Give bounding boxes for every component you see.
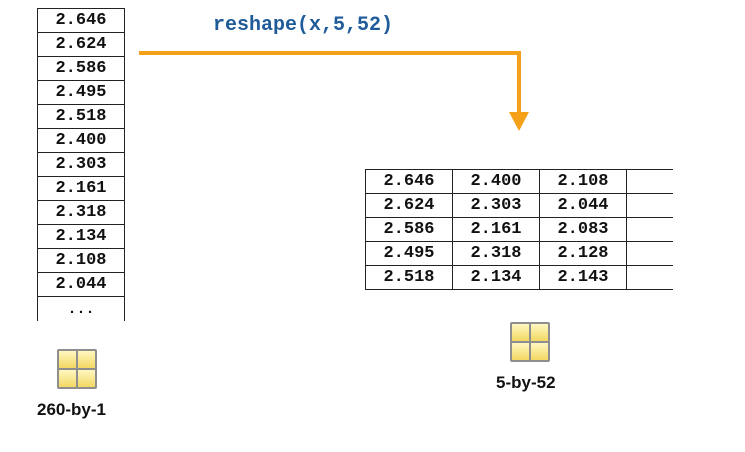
matrix-row: 2.646 2.400 2.108 [365,169,673,194]
matrix-cell: 2.044 [539,193,627,218]
matrix-table: 2.646 2.400 2.108 2.624 2.303 2.044 2.58… [365,169,673,290]
matrix-row: 2.624 2.303 2.044 [365,193,673,218]
matrix-cell-continued [626,241,673,266]
column-vector-body: 2.646 2.624 2.586 2.495 2.518 2.400 2.30… [37,8,125,321]
vector-row: 2.495 [37,80,125,105]
vector-row: 2.318 [37,200,125,225]
matrix-cell-continued [626,265,673,290]
matrix-cell: 2.495 [365,241,453,266]
column-vector: 2.646 2.624 2.586 2.495 2.518 2.400 2.30… [37,8,125,321]
arrow-head [509,112,529,131]
vector-row: 2.518 [37,104,125,129]
vector-cell: 2.400 [37,128,125,153]
matrix-grid-icon [57,349,97,389]
matrix-cell: 2.624 [365,193,453,218]
vector-cell: 2.108 [37,248,125,273]
vector-row: 2.303 [37,152,125,177]
vector-cell: 2.495 [37,80,125,105]
matrix-cell: 2.303 [452,193,540,218]
matrix-cell: 2.646 [365,169,453,194]
vector-cell: 2.518 [37,104,125,129]
matrix-size-label: 5-by-52 [496,373,556,392]
reshaped-matrix: 2.646 2.400 2.108 2.624 2.303 2.044 2.58… [365,169,673,290]
reshape-command: reshape(x,5,52) [213,14,394,37]
matrix-row: 2.495 2.318 2.128 [365,241,673,266]
vector-row: 2.044 [37,272,125,297]
column-vector-table: 2.646 2.624 2.586 2.495 2.518 2.400 2.30… [37,8,125,321]
vector-size-label: 260-by-1 [37,400,106,419]
matrix-cell-continued [626,217,673,242]
matrix-cell: 2.318 [452,241,540,266]
vector-cell: 2.303 [37,152,125,177]
matrix-cell: 2.083 [539,217,627,242]
matrix-grid-icon [510,322,550,362]
matrix-cell: 2.108 [539,169,627,194]
vector-row: 2.646 [37,8,125,33]
matrix-cell: 2.134 [452,265,540,290]
vector-ellipsis: ... [37,296,125,321]
vector-row: 2.624 [37,32,125,57]
matrix-cell-continued [626,169,673,194]
arrow-path [139,51,521,112]
vector-cell: 2.646 [37,8,125,33]
matrix-row: 2.586 2.161 2.083 [365,217,673,242]
vector-row: ... [37,296,125,321]
matrix-cell: 2.400 [452,169,540,194]
vector-cell: 2.044 [37,272,125,297]
vector-cell: 2.624 [37,32,125,57]
vector-row: 2.108 [37,248,125,273]
matrix-cell: 2.518 [365,265,453,290]
matrix-cell: 2.586 [365,217,453,242]
matrix-cell-continued [626,193,673,218]
matrix-cell: 2.128 [539,241,627,266]
matrix-cell: 2.161 [452,217,540,242]
vector-row: 2.134 [37,224,125,249]
vector-row: 2.400 [37,128,125,153]
vector-cell: 2.134 [37,224,125,249]
matrix-cell: 2.143 [539,265,627,290]
vector-cell: 2.161 [37,176,125,201]
matrix-row: 2.518 2.134 2.143 [365,265,673,290]
vector-row: 2.161 [37,176,125,201]
vector-cell: 2.318 [37,200,125,225]
